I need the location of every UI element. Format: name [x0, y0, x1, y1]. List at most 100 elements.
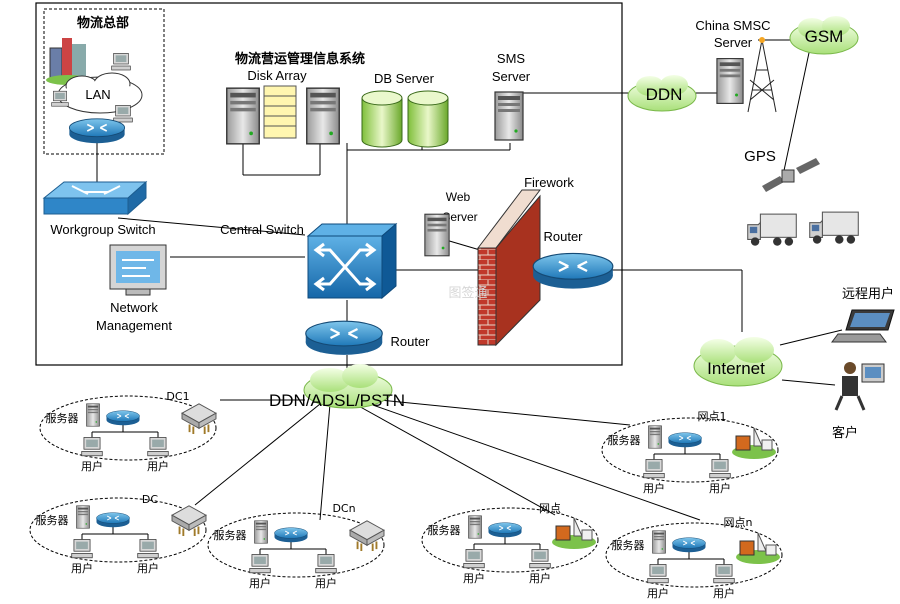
central-switch-label: Central Switch: [220, 222, 304, 237]
sms-server-icon: [494, 91, 524, 141]
router-right-label: Router: [543, 229, 583, 244]
laptop-icon: [831, 309, 895, 343]
branch-user-label: 用户: [81, 459, 103, 473]
hq-lan-cloud: [57, 72, 143, 114]
smsc-server-icon: [716, 57, 744, 105]
branch-user-pc-icon: [249, 554, 271, 574]
disk-array-icon: [263, 85, 297, 139]
branch-server-icon: [86, 403, 100, 427]
central-switch-icon: [306, 222, 398, 300]
gsm-cloud: [789, 16, 859, 55]
china-smsc-label-1: China SMSC: [695, 18, 770, 33]
system-title: 物流营运管理信息系统: [235, 51, 365, 67]
disk-array-label: Disk Array: [247, 68, 307, 83]
branch-server-label: 服务器: [612, 539, 645, 552]
branch-sites: 服务器用户用户DC1服务器用户用户DC服务器用户用户DCn服务器用户用户网点1服…: [29, 390, 783, 600]
app-server-icon: [225, 87, 261, 145]
sms-server-label-1: SMS: [497, 51, 526, 66]
db-server-icon: [361, 90, 449, 148]
branch-user-label: 用户: [709, 481, 731, 495]
ddn-cloud: [627, 75, 697, 112]
branch-user-pc-icon: [71, 539, 93, 559]
dc-modem-icon: [349, 519, 385, 551]
web-server-label-2: Server: [442, 210, 477, 224]
firewall-label: Firework: [524, 175, 574, 190]
branch-user-label: 用户: [647, 586, 669, 600]
hq-pc-icon: [113, 104, 133, 123]
branch-user-pc-icon: [643, 459, 665, 479]
router-right-icon: [532, 252, 614, 290]
customer-label: 客户: [832, 425, 858, 441]
branch-server-icon: [468, 515, 482, 539]
outlet-building-icon: [732, 427, 776, 459]
branch-server-label: 服务器: [36, 514, 69, 527]
remote-user-label: 远程用户: [842, 286, 894, 302]
outlet-building-icon: [552, 517, 596, 549]
customer-person-icon: [834, 362, 885, 411]
branch-user-pc-icon: [463, 549, 485, 569]
branch-site: 服务器用户用户DC: [29, 493, 207, 575]
db-server-label: DB Server: [374, 71, 435, 86]
app-server-icon: [305, 87, 341, 145]
system-boundary: [35, 2, 623, 366]
firewall-icon: [476, 189, 542, 347]
workgroup-switch-icon: [42, 180, 148, 216]
hq-pc-icon: [51, 90, 69, 107]
lan-label: LAN: [85, 87, 110, 102]
branch-site: 服务器用户用户网点1: [601, 410, 779, 495]
gsm-label: GSM: [805, 27, 844, 46]
branch-server-icon: [254, 520, 268, 544]
web-server-label-1: Web: [446, 190, 471, 204]
branch-user-label: 用户: [137, 561, 159, 575]
branch-user-pc-icon: [315, 554, 337, 574]
outlet-label: 网点n: [724, 516, 753, 529]
radio-tower-icon: [747, 37, 777, 113]
branch-user-pc-icon: [81, 437, 103, 457]
china-smsc-label-2: Server: [714, 35, 753, 50]
ddn-adsl-pstn-cloud: [303, 364, 393, 409]
branch-user-pc-icon: [137, 539, 159, 559]
branch-site: 服务器用户用户DC1: [39, 390, 217, 473]
hq-boundary: [43, 8, 165, 155]
branch-user-label: 用户: [529, 571, 551, 585]
branch-server-icon: [648, 425, 662, 449]
branch-site: 服务器用户用户DCn: [207, 502, 385, 590]
dc-modem-icon: [181, 402, 217, 434]
branch-router-icon: [672, 537, 706, 553]
branch-server-icon: [76, 505, 90, 529]
branch-user-label: 用户: [463, 571, 485, 585]
internet-cloud: [693, 337, 783, 387]
outlet-label: 网点1: [698, 410, 727, 423]
web-server-icon: [424, 213, 450, 257]
branch-router-icon: [96, 512, 130, 528]
branch-server-icon: [652, 530, 666, 554]
workgroup-switch-label: Workgroup Switch: [50, 222, 155, 237]
connections: [96, 39, 843, 521]
ddn-adsl-pstn-label: DDN/ADSL/PSTN: [269, 391, 405, 410]
branch-server-label: 服务器: [214, 529, 247, 542]
gps-label: GPS: [744, 148, 776, 165]
hq-pc-icon: [111, 52, 131, 71]
sms-server-label-2: Server: [492, 69, 531, 84]
truck-icon: [747, 213, 797, 247]
router-bottom-label: Router: [390, 334, 430, 349]
internet-label: Internet: [707, 359, 765, 378]
branch-user-label: 用户: [315, 576, 337, 590]
branch-server-label: 服务器: [428, 524, 461, 537]
branch-server-label: 服务器: [608, 434, 641, 447]
ddn-label: DDN: [646, 85, 683, 104]
outlet-label: 网点: [539, 502, 561, 515]
dc-label: DC: [142, 493, 158, 506]
branch-user-pc-icon: [147, 437, 169, 457]
branch-user-pc-icon: [647, 564, 669, 584]
branch-server-label: 服务器: [46, 412, 79, 425]
network-management-label-2: Management: [96, 318, 172, 333]
watermark: 图签通: [448, 285, 487, 301]
network-management-pc-icon: [109, 244, 167, 296]
hq-title: 物流总部: [77, 15, 129, 31]
outlet-building-icon: [736, 532, 780, 564]
branch-user-label: 用户: [147, 459, 169, 473]
dc-label: DCn: [332, 502, 355, 515]
